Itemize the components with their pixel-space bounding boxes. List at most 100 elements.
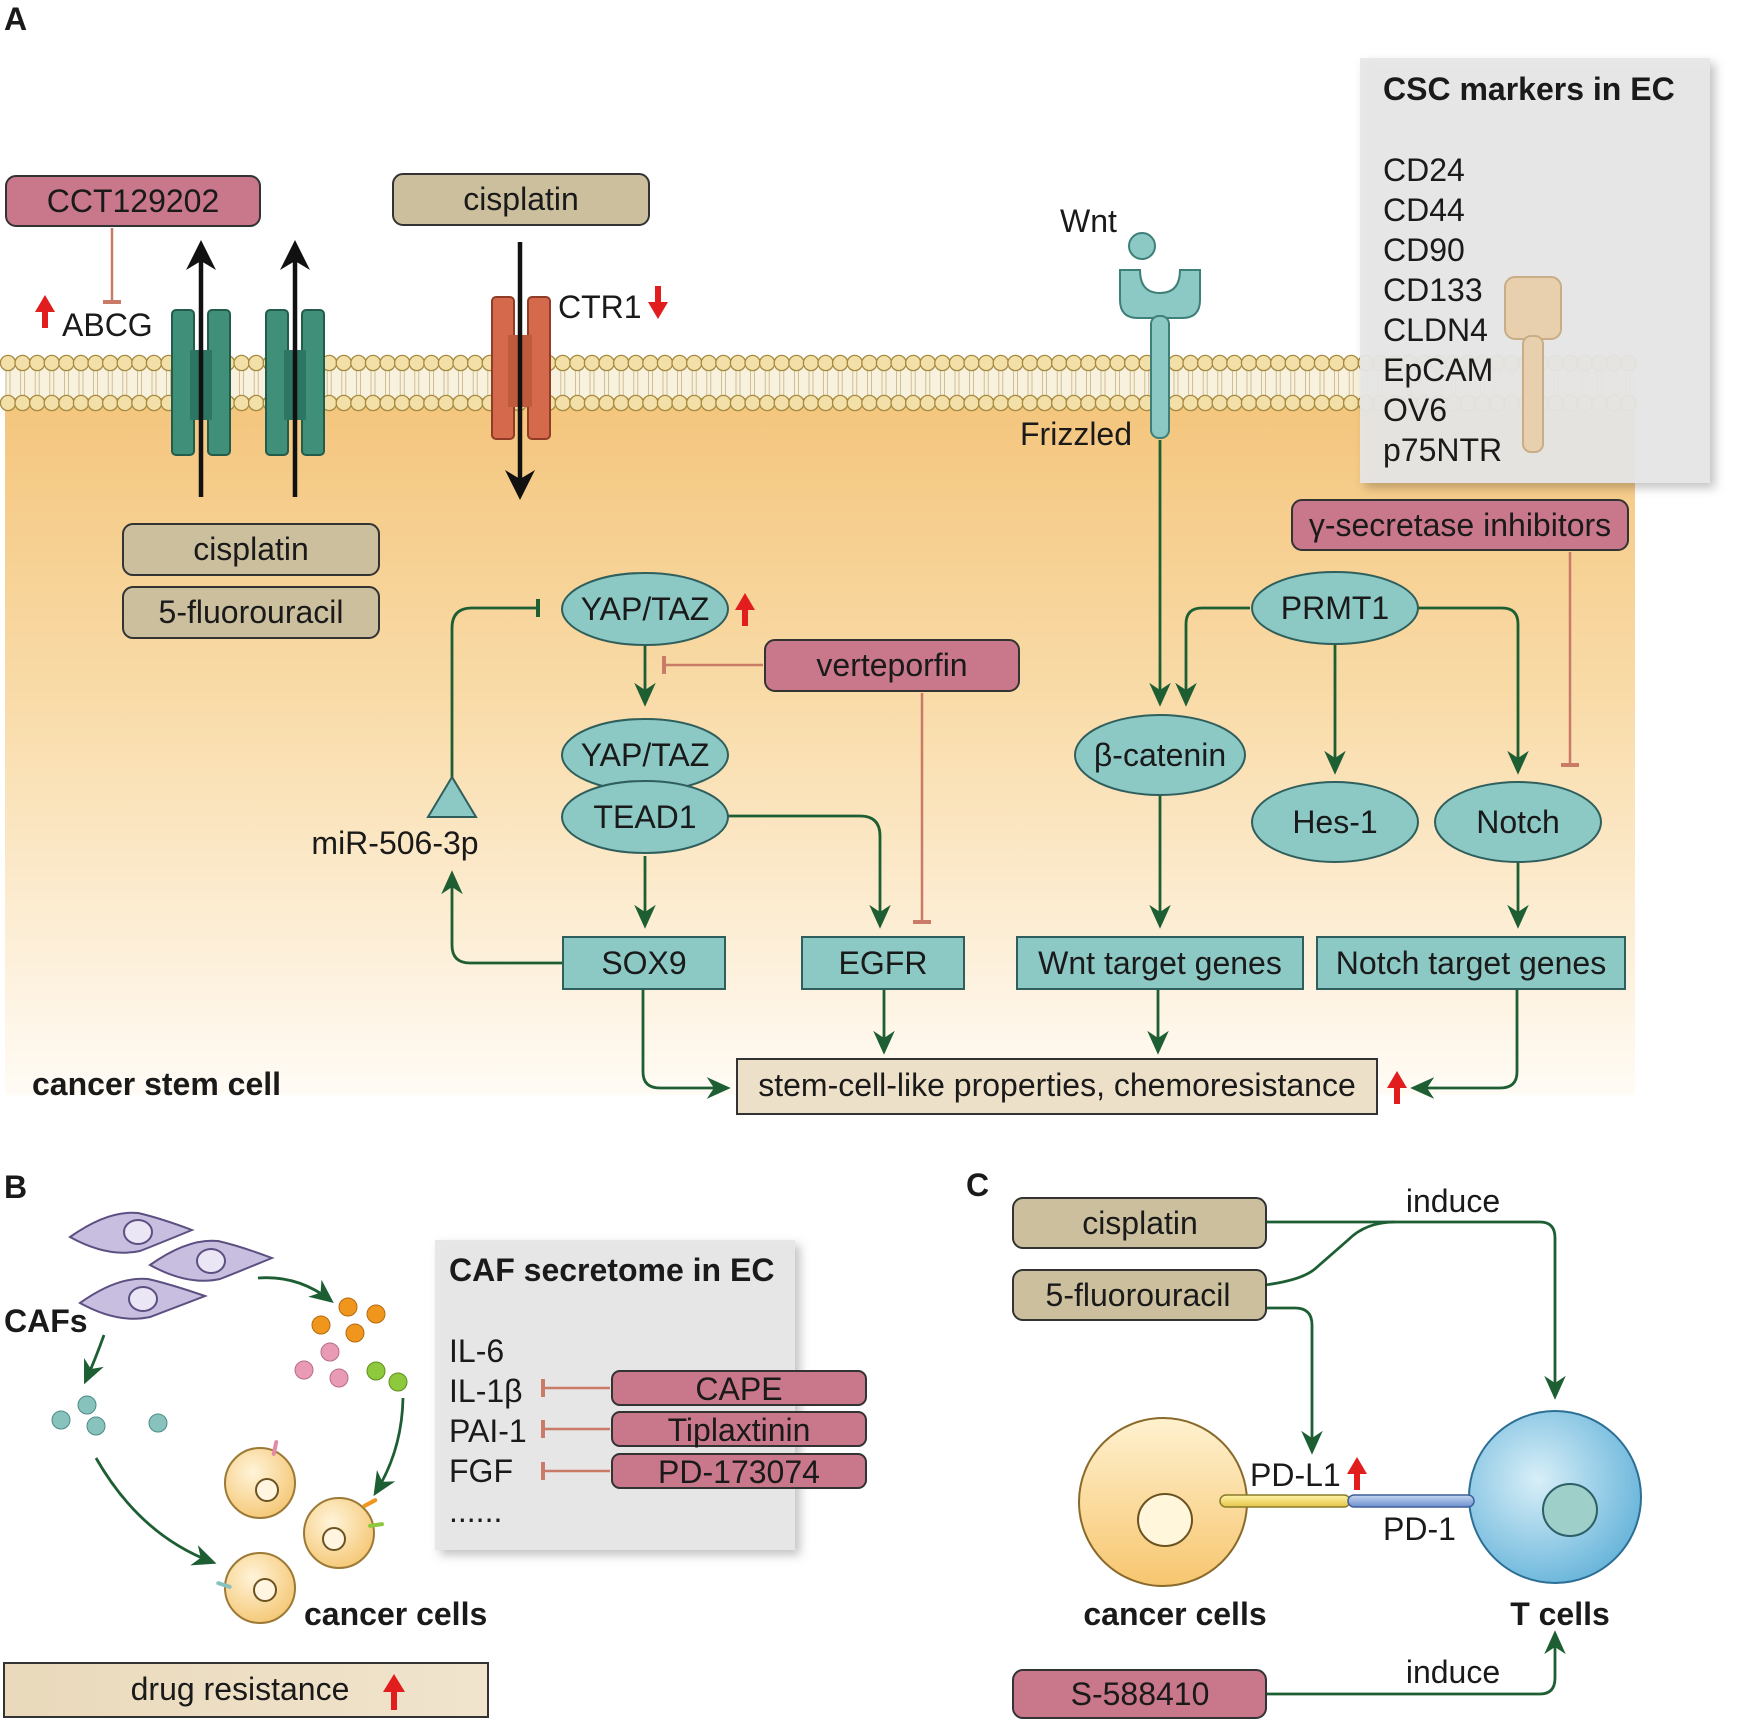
prmt1-node: PRMT1 [1251,571,1419,645]
abcg-label: ABCG [62,307,153,343]
csc-receptor-stem [1522,335,1544,453]
yap-taz-up-arrow [735,593,755,626]
gamma-secretase-drug: γ-secretase inhibitors [1291,499,1629,551]
cape-drug: CAPE [611,1370,867,1407]
drug-resistance-box: drug resistance [3,1662,489,1718]
frizzled-label: Frizzled [1020,416,1132,452]
pdl1-pd1-bridge [1219,1494,1475,1508]
csc-marker-item: OV6 [1383,392,1447,428]
panel-b-arrows [84,1276,405,1566]
prmt1-to-notch-arrow [1418,606,1529,775]
panel-a: A CSC markers in EC CD24CD44CD90CD133CLD… [0,1,1710,1115]
fluorouracil-to-pdl1-arrow [1265,1306,1323,1455]
secretome-item: FGF [449,1453,513,1489]
sox9-node: SOX9 [562,936,726,990]
cct129202-label: CCT129202 [47,183,220,219]
factors-to-cancer-cell-arrow [373,1397,405,1497]
pd1-receptor [1347,1494,1475,1508]
cafs-label: CAFs [4,1303,88,1339]
panel-c-letter: C [966,1167,989,1203]
cisplatin-top-drug: cisplatin [392,173,650,226]
notch-label: Notch [1476,804,1560,840]
teal-factors-to-cancer-cell-arrow [94,1457,217,1566]
induce-top-label: induce [1406,1183,1500,1219]
mir-inhibits-yap [450,599,540,778]
secretome-item: IL-1β [449,1373,523,1409]
tiplaxtinin-drug: Tiplaxtinin [611,1411,867,1448]
panel-b: B CAFs [3,1169,867,1718]
tead-to-egfr-arrow [726,814,891,929]
pd1-label: PD-1 [1383,1511,1456,1547]
mir-506-3p-node: miR-506-3p [311,775,479,861]
abcg-transporter-2 [265,309,325,456]
panel-c-fluorouracil-drug: 5-fluorouracil [1012,1269,1267,1321]
pdl1-up-arrow [1347,1457,1367,1490]
cisplatin-top-label: cisplatin [463,181,579,217]
panel-c-cisplatin-drug: cisplatin [1012,1197,1267,1249]
caf-to-factors-arrow [257,1276,334,1303]
panel-c-cisplatin-label: cisplatin [1082,1205,1198,1241]
caf-to-teal-factors-arrow [84,1334,106,1385]
hes1-label: Hes-1 [1292,804,1377,840]
csc-marker-item: CD133 [1383,272,1483,308]
caf-cell-1 [68,1211,195,1254]
pd173074-drug: PD-173074 [611,1453,867,1490]
secretome-list: IL-6IL-1βPAI-1FGF...... [449,1333,527,1529]
panel-b-cancer-cells-label: cancer cells [304,1596,487,1632]
yap-taz-complex-label: YAP/TAZ [581,737,710,773]
csc-marker-item: CD24 [1383,152,1465,188]
egfr-node: EGFR [801,936,965,990]
gamma-secretase-label: γ-secretase inhibitors [1309,507,1611,543]
outcome-up-arrow [1387,1071,1407,1104]
cape-label: CAPE [695,1371,782,1407]
fluorouracil-label: 5-fluorouracil [159,594,344,630]
notch-node: Notch [1434,781,1602,863]
notch-targets-to-outcome-arrow [1410,990,1519,1099]
prmt1-to-catenin-arrow [1175,606,1250,707]
wnt-label: Wnt [1060,203,1117,239]
wnt-target-genes-label: Wnt target genes [1038,945,1282,981]
panel-c: C induce induce cisplatin 5-fluorouracil [966,1167,1642,1719]
yap-taz-node: YAP/TAZ [561,572,729,646]
cancer-cell-b2 [303,1497,384,1569]
ctr1-label: CTR1 [558,289,642,325]
caf-cell-3 [78,1277,208,1320]
frizzled-receptor [1119,232,1201,439]
panel-c-cancer-cell [1078,1417,1248,1587]
panel-c-arrows [1264,1220,1566,1696]
induce-bottom-label: induce [1406,1654,1500,1690]
pathway-arrows [441,440,1529,1099]
csc-marker-item: CD90 [1383,232,1465,268]
s588410-to-tcells-arrow [1265,1630,1566,1696]
secretome-item: ...... [449,1493,502,1529]
cisplatin-label: cisplatin [193,531,309,567]
cancer-stem-cell-label: cancer stem cell [32,1066,281,1102]
secreted-factors [51,1297,408,1436]
csc-marker-item: CLDN4 [1383,312,1488,348]
abcg-up-arrow [35,295,55,328]
t-cell [1468,1410,1642,1584]
wnt-target-genes-node: Wnt target genes [1016,936,1304,990]
mir-506-3p-label: miR-506-3p [311,825,478,861]
sox9-to-mir-arrow [441,870,562,965]
drug-resistance-up-arrow [383,1674,405,1710]
s588410-label: S-588410 [1071,1676,1210,1712]
secretome-item: PAI-1 [449,1413,527,1449]
fluorouracil-drug: 5-fluorouracil [122,586,380,639]
outcome-box: stem-cell-like properties, chemoresistan… [736,1058,1378,1115]
panel-c-fluorouracil-label: 5-fluorouracil [1046,1277,1231,1313]
csc-marker-item: EpCAM [1383,352,1493,388]
cct129202-drug: CCT129202 [5,175,261,227]
secretome-item: IL-6 [449,1333,504,1369]
beta-catenin-label: β-catenin [1094,737,1226,773]
verteporfin-label: verteporfin [816,647,967,683]
yap-taz-label: YAP/TAZ [581,591,710,627]
secretome-inhibitions [541,1379,610,1480]
egfr-label: EGFR [839,945,928,981]
drug-resistance-label: drug resistance [131,1671,350,1707]
cisplatin-drug: cisplatin [122,523,380,576]
yap-taz-tead1-complex: YAP/TAZ TEAD1 [561,718,729,854]
csc-marker-item: CD44 [1383,192,1465,228]
